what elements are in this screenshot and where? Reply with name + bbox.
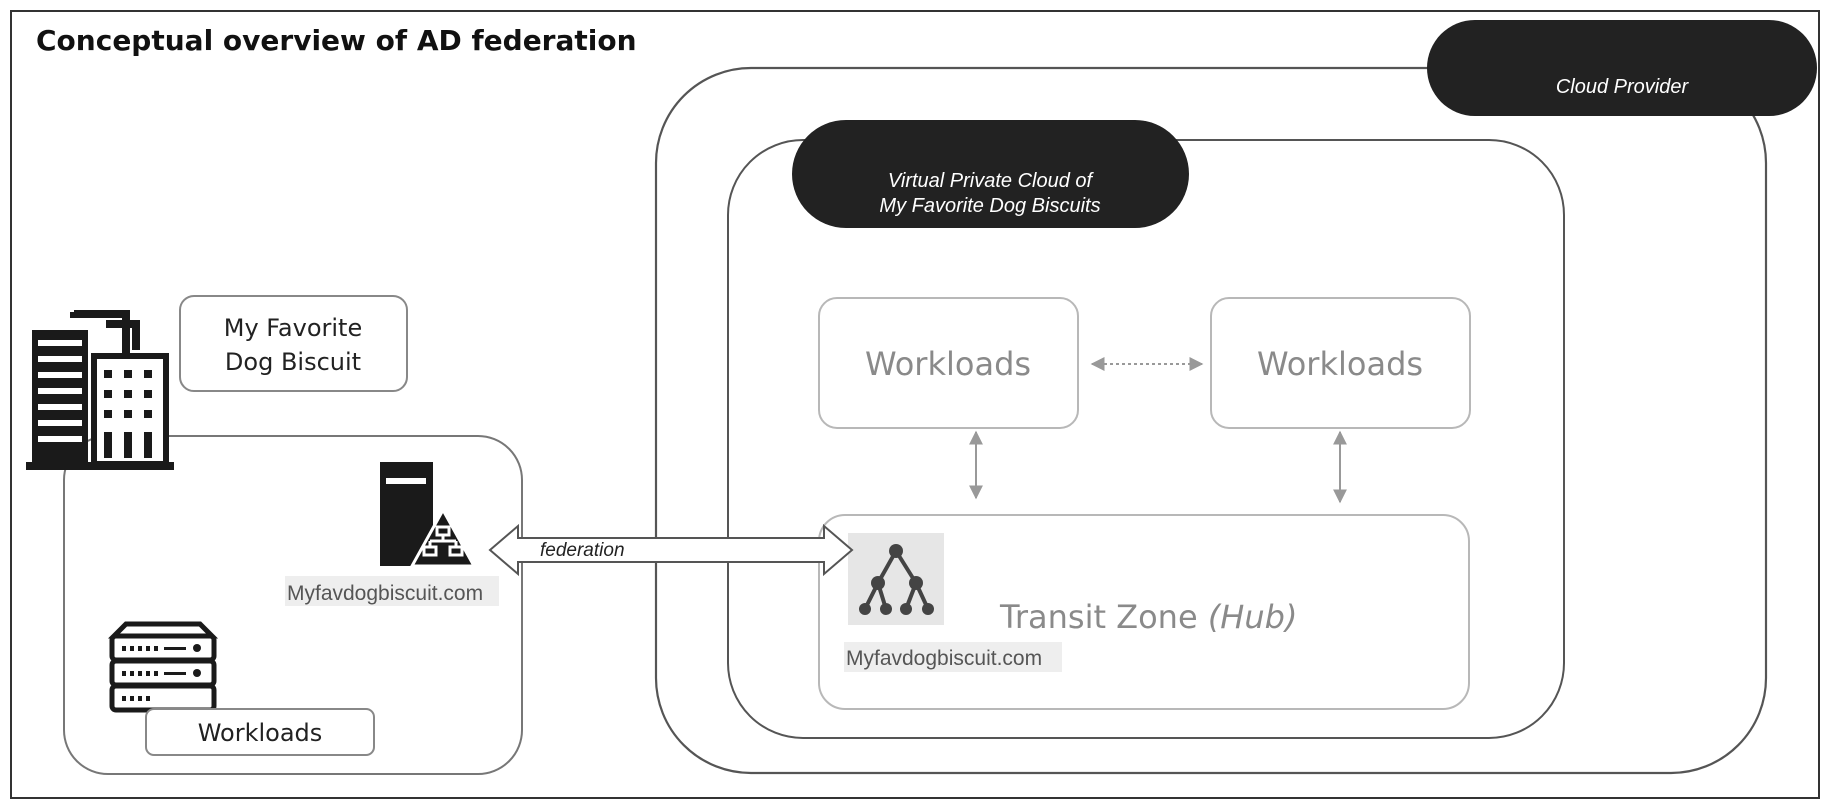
vpc-workloads-left: Workloads <box>818 297 1079 429</box>
vpc-workloads-left-label: Workloads <box>865 345 1031 383</box>
onprem-container <box>63 435 523 775</box>
diagram-frame <box>10 10 1820 799</box>
vpc-domain-label: Myfavdogbiscuit.com <box>846 647 1042 670</box>
transit-zone-text: Transit Zone <box>999 598 1208 636</box>
onprem-workloads-box: Workloads <box>145 708 375 756</box>
company-name-box: My Favorite Dog Biscuit <box>179 295 408 392</box>
office-building-icon <box>26 310 174 470</box>
onprem-domain-bg <box>285 576 499 606</box>
diagram-title: Conceptual overview of AD federation <box>36 24 637 57</box>
company-name-line2: Dog Biscuit <box>225 348 361 376</box>
network-hierarchy-icon <box>848 533 944 625</box>
vpc-pill: Virtual Private Cloud of My Favorite Dog… <box>792 120 1189 228</box>
onprem-domain-label: Myfavdogbiscuit.com <box>287 582 483 605</box>
vpc-domain-bg <box>844 642 1062 672</box>
active-directory-server-icon <box>380 462 477 568</box>
cloud-provider-label: Cloud Provider <box>1556 76 1690 98</box>
onprem-workloads-label: Workloads <box>198 719 323 747</box>
vpc-label-line1: Virtual Private Cloud of <box>888 170 1095 192</box>
company-name-line1: My Favorite <box>224 314 362 342</box>
transit-zone-hub: (Hub) <box>1208 598 1298 636</box>
federation-arrow <box>488 523 854 577</box>
cloud-provider-container <box>654 66 1768 775</box>
vpc-workloads-right: Workloads <box>1210 297 1471 429</box>
vpc-workloads-right-label: Workloads <box>1257 345 1423 383</box>
transit-zone-box <box>818 514 1470 710</box>
vpc-label-line2: My Favorite Dog Biscuits <box>879 195 1100 217</box>
server-rack-icon <box>107 621 219 713</box>
cloud-provider-pill: Cloud Provider <box>1427 20 1817 116</box>
transit-zone-label: Transit Zone (Hub) <box>999 598 1297 636</box>
federation-label: federation <box>540 540 625 561</box>
